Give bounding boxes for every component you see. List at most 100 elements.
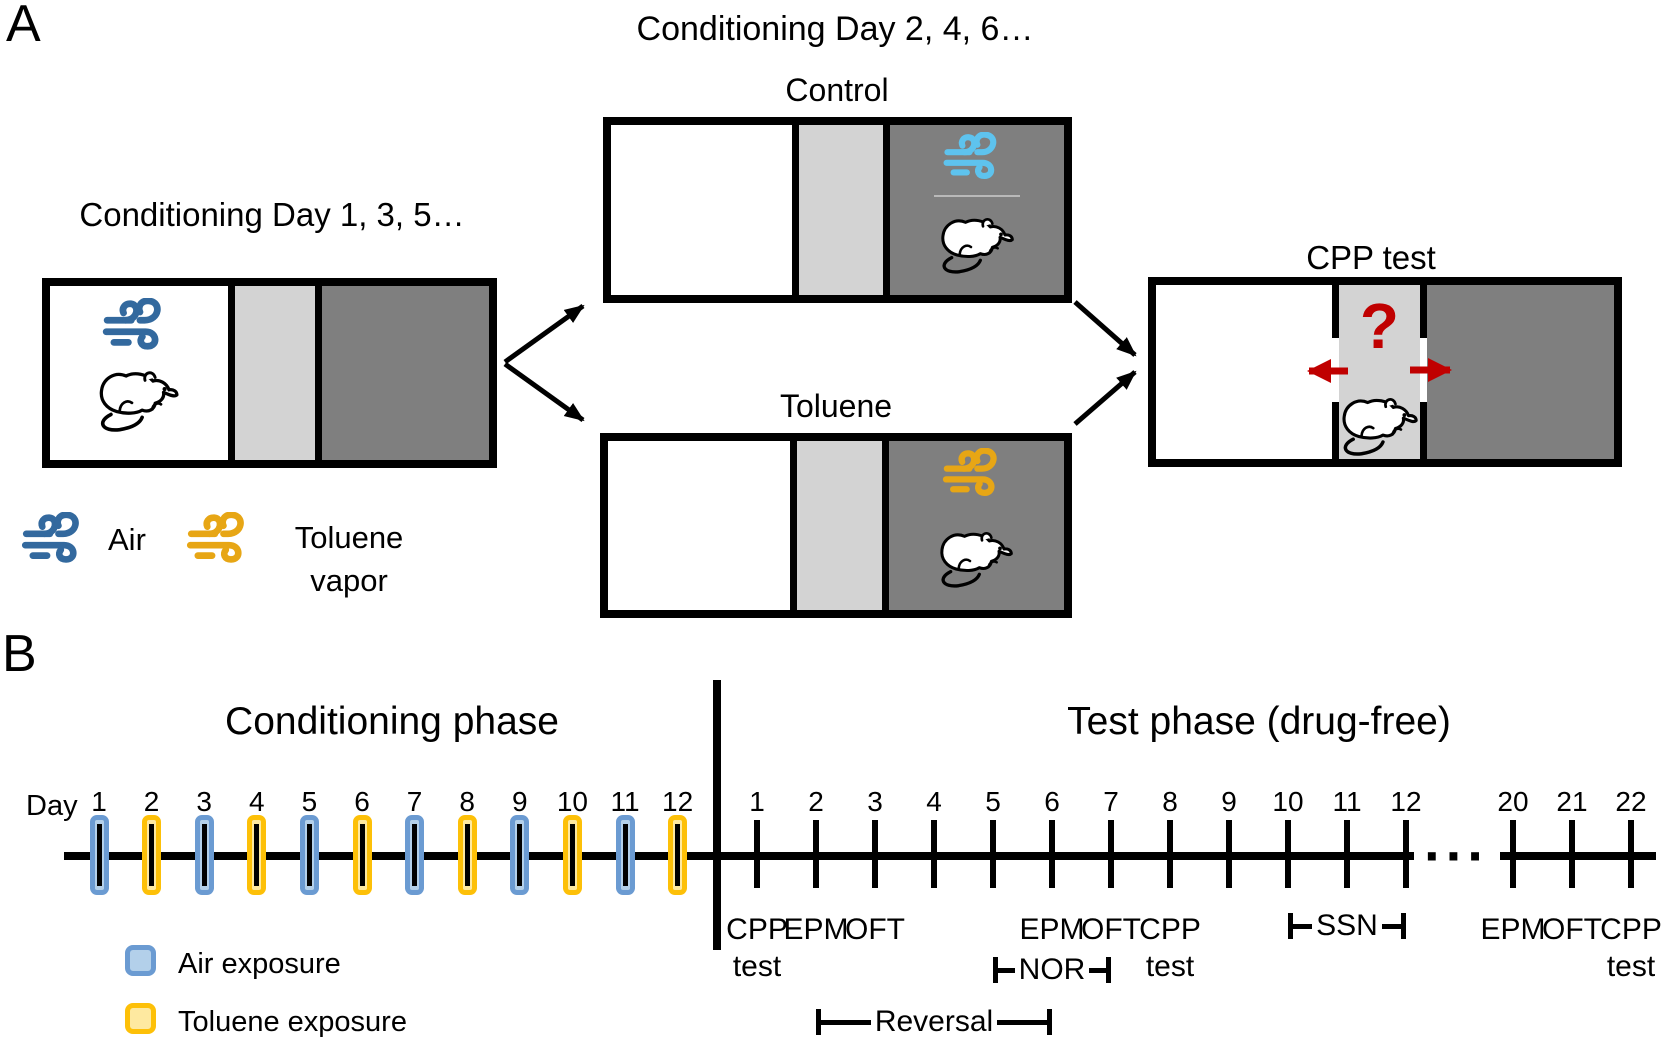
- cpp-test-box: ?: [1148, 277, 1622, 467]
- dark-chamber: [888, 441, 1064, 610]
- conditioning-day-number: 7: [406, 786, 423, 817]
- toluene-label: Toluene: [779, 388, 893, 424]
- legend-label: Toluene exposure: [178, 1006, 407, 1038]
- air-legend-label: Air: [108, 522, 146, 557]
- test-event-label: OFT: [1542, 913, 1602, 946]
- panel-a-label: A: [6, 0, 41, 53]
- test-day-tick: [754, 820, 760, 888]
- day-tick: [464, 824, 470, 886]
- test-day-tick: [1569, 820, 1575, 888]
- white-chamber: [50, 286, 228, 460]
- test-day-number: 6: [1044, 786, 1060, 817]
- bracket-label: Reversal: [874, 1005, 994, 1038]
- day-tick: [622, 824, 628, 886]
- air-exposure-marker: [89, 815, 109, 895]
- bracket-end-cap: [1106, 957, 1112, 983]
- timeline-line: [64, 852, 1414, 860]
- day-tick: [254, 824, 260, 886]
- legend-label: Air exposure: [178, 948, 341, 980]
- test-day-number: 10: [1272, 786, 1304, 817]
- divider-line: [933, 195, 1020, 197]
- control-label: Control: [785, 72, 889, 108]
- toluene-exposure-marker: [142, 815, 162, 895]
- test-day-number: 12: [1390, 786, 1422, 817]
- conditioning-day-number: 5: [301, 786, 318, 817]
- toluene-exposure-marker: [247, 815, 267, 895]
- bracket-end-cap: [993, 957, 998, 983]
- conditioning-day-number: 4: [249, 786, 265, 817]
- conditioning-day-number: 8: [459, 786, 475, 817]
- bracket-line: [998, 967, 1015, 973]
- left-conditioning-title: Conditioning Day 1, 3, 5…: [79, 196, 465, 233]
- control-day-box: [603, 117, 1072, 303]
- middle-chamber: [234, 286, 315, 460]
- air-exposure-marker: [299, 815, 319, 895]
- chamber-wall: [882, 125, 890, 295]
- day-axis-label: Day: [26, 790, 78, 822]
- air-exposure-marker: [510, 815, 530, 895]
- chamber-wall: [314, 286, 322, 460]
- test-day-number: 3: [867, 786, 883, 817]
- conditioning-day-number: 9: [512, 786, 528, 817]
- test-event-label: CPP: [726, 913, 788, 946]
- test-event-label: test: [732, 950, 782, 983]
- chamber-wall: [227, 286, 235, 460]
- test-event-label: EPM: [1480, 913, 1546, 946]
- day-tick: [517, 824, 523, 886]
- test-day-tick: [990, 820, 996, 888]
- test-day-tick: [1510, 820, 1516, 888]
- conditioning-day-number: 11: [610, 786, 640, 817]
- day-tick: [359, 824, 365, 886]
- day-tick: [149, 824, 155, 886]
- test-event-label: OFT: [845, 913, 905, 946]
- bracket-end-cap: [1401, 913, 1406, 939]
- test-event-label: test: [1145, 950, 1195, 983]
- cpp-test-title: CPP test: [1306, 239, 1436, 276]
- test-event-label: test: [1606, 950, 1656, 983]
- toluene-legend-swatch: [125, 1003, 156, 1034]
- middle-chamber: ?: [1338, 285, 1420, 459]
- day-tick: [96, 824, 102, 886]
- chamber-wall: [881, 441, 889, 610]
- toluene-vapor-legend-label: Toluene vapor: [294, 520, 404, 598]
- test-day-tick: [1628, 820, 1634, 888]
- test-day-tick: [1285, 820, 1291, 888]
- toluene-exposure-marker: [562, 815, 582, 895]
- test-event-label: CPP: [1139, 913, 1201, 946]
- test-day-number: 22: [1615, 786, 1647, 817]
- conditioning-day-number: 10: [556, 786, 588, 817]
- test-event-label: EPM: [1019, 913, 1085, 946]
- white-chamber: [1156, 285, 1332, 459]
- test-day-tick: [931, 820, 937, 888]
- test-phase-title: Test phase (drug-free): [1067, 700, 1451, 743]
- test-day-number: 8: [1162, 786, 1178, 817]
- bracket-end-cap: [1047, 1009, 1052, 1035]
- day-tick: [201, 824, 207, 886]
- day-tick: [675, 824, 681, 886]
- bracket-label: NOR: [1018, 953, 1086, 986]
- toluene-exposure-marker: [457, 815, 477, 895]
- test-day-tick: [1344, 820, 1350, 888]
- test-day-number: 1: [749, 786, 765, 817]
- test-day-number: 20: [1497, 786, 1529, 817]
- conditioning-day-number: 3: [196, 786, 212, 817]
- bracket-line: [1089, 967, 1107, 973]
- test-day-number: 11: [1332, 786, 1362, 817]
- middle-conditioning-title: Conditioning Day 2, 4, 6…: [636, 10, 1034, 48]
- conditioning-phase-title: Conditioning phase: [225, 700, 559, 743]
- bracket-end-cap: [1288, 913, 1293, 939]
- conditioning-day-number: 2: [143, 786, 160, 817]
- test-event-label: EPM: [783, 913, 849, 946]
- test-day-tick: [813, 820, 819, 888]
- test-event-label: CPP: [1600, 913, 1662, 946]
- middle-chamber: [799, 125, 883, 295]
- conditioning-day-number: 1: [91, 786, 107, 817]
- bracket-line: [1381, 923, 1401, 929]
- test-day-number: 5: [985, 786, 1001, 817]
- test-day-tick: [1167, 820, 1173, 888]
- conditioning-day-number: 6: [354, 786, 370, 817]
- test-day-number: 7: [1103, 786, 1119, 817]
- bracket-line: [1293, 923, 1313, 929]
